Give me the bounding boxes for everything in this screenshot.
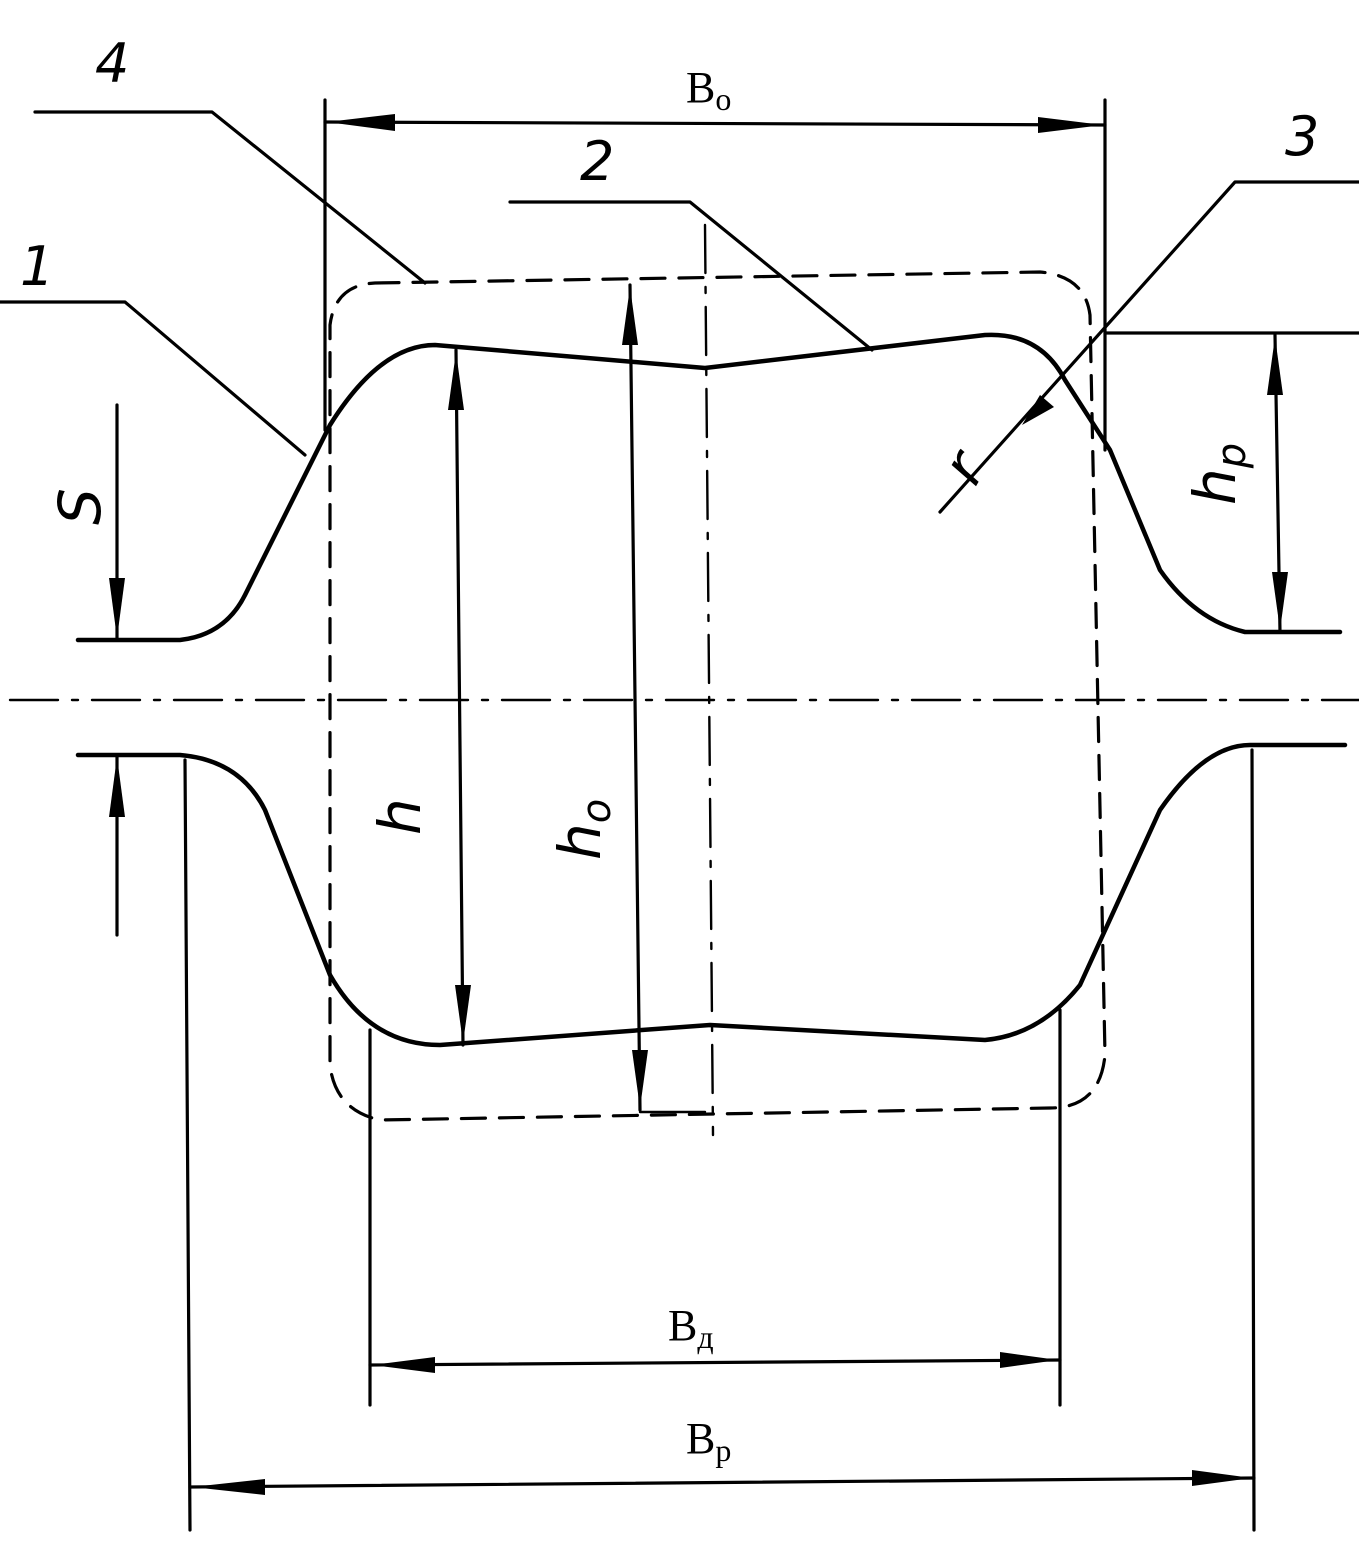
arrow-bp-left <box>192 1479 265 1495</box>
dimension-line-h <box>456 350 463 1045</box>
blank-outline-dashed <box>330 272 1105 1120</box>
label-b0-main: B <box>686 63 715 112</box>
label-h0-main: h <box>546 823 614 860</box>
label-hp: hp <box>1181 443 1255 505</box>
callout-3: 3 <box>1285 105 1319 168</box>
leader-r-and-callout-3 <box>940 182 1359 512</box>
label-bd-main: B <box>668 1301 697 1350</box>
label-bd-sub: д <box>697 1319 713 1355</box>
label-bd: Bд <box>668 1301 714 1355</box>
extension-bp-right <box>1252 750 1254 1530</box>
label-hp-sub: p <box>1209 443 1255 469</box>
arrow-h-top <box>448 352 464 410</box>
label-bp-main: B <box>686 1414 715 1463</box>
arrow-h0-bottom <box>632 1050 648 1108</box>
vertical-center-axis <box>705 225 713 1135</box>
arrow-bd-left <box>372 1357 435 1373</box>
label-bp: Bp <box>686 1414 731 1468</box>
label-b0: Bo <box>686 63 731 117</box>
arrow-bp-right <box>1192 1470 1252 1486</box>
arrow-bd-right <box>1000 1352 1058 1368</box>
arrow-s-bottom <box>109 757 125 817</box>
extension-bp-left <box>185 760 190 1530</box>
arrow-hp-top <box>1267 337 1283 395</box>
arrow-b0-right <box>1038 117 1103 133</box>
leader-callout-4 <box>35 112 425 283</box>
arrow-s-top <box>109 578 125 638</box>
callout-4: 4 <box>95 32 129 95</box>
leader-callout-1 <box>0 302 305 455</box>
dimension-line-b0 <box>325 122 1105 125</box>
dimension-line-bp <box>190 1478 1254 1487</box>
arrow-b0-left <box>327 114 395 131</box>
label-bp-sub: p <box>715 1432 731 1468</box>
arrow-h0-top <box>622 287 638 345</box>
label-h: h <box>366 798 434 835</box>
arrow-hp-bottom <box>1272 572 1288 630</box>
dimension-line-bd <box>370 1360 1060 1365</box>
label-hp-main: h <box>1181 468 1249 505</box>
label-b0-sub: o <box>715 81 731 117</box>
label-s: S <box>46 488 114 525</box>
dimension-line-h0 <box>630 285 640 1110</box>
callout-1: 1 <box>20 235 54 298</box>
arrow-h-bottom <box>455 985 471 1043</box>
arrow-r <box>1022 395 1054 425</box>
label-h0-sub: o <box>574 799 620 823</box>
label-h0: ho <box>546 799 620 860</box>
callout-2: 2 <box>580 130 614 193</box>
